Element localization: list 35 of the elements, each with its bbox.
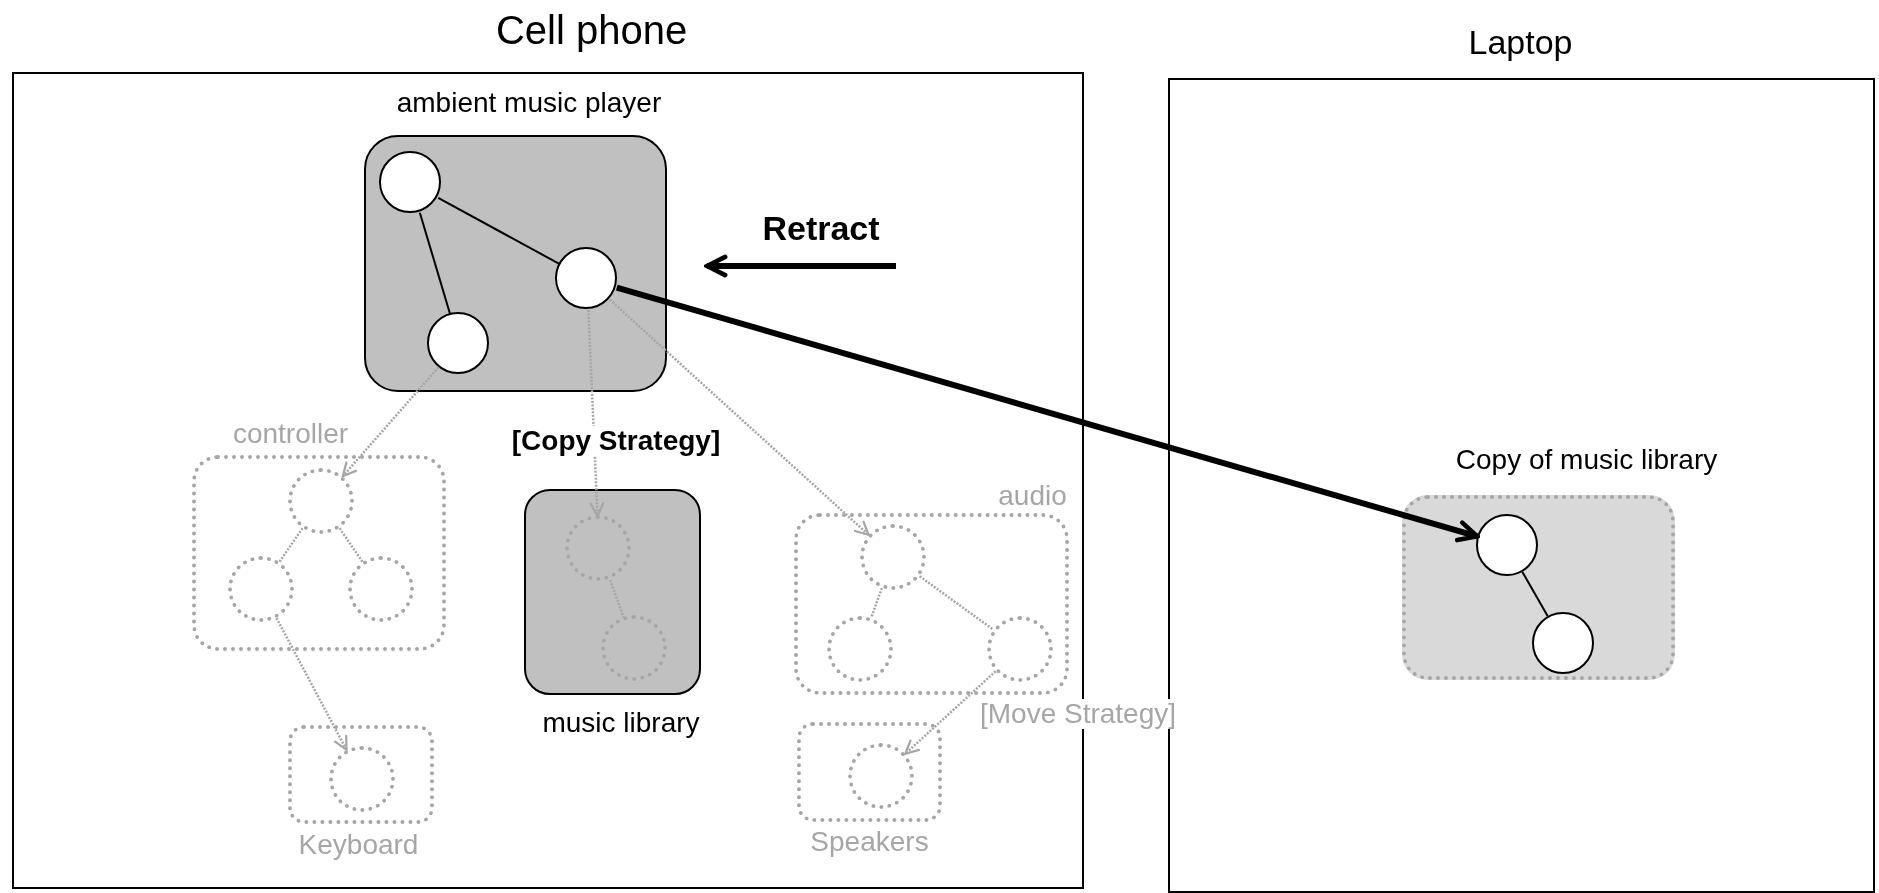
arrow — [609, 298, 870, 536]
connector-line — [278, 527, 304, 563]
arrow — [275, 617, 348, 751]
circle-node — [287, 467, 354, 534]
connector-line — [1521, 570, 1549, 618]
circle-node — [227, 555, 294, 622]
circle-node — [328, 745, 395, 812]
circle-node — [847, 742, 914, 809]
node-label: audio — [998, 481, 1067, 510]
circle-node — [565, 515, 631, 581]
connector-line — [869, 587, 884, 619]
node-label: Copy of music library — [1455, 445, 1718, 474]
arrow — [904, 670, 997, 755]
node-label: Speakers — [810, 827, 929, 856]
connector-line — [338, 527, 364, 563]
node-label: music library — [542, 709, 700, 737]
arrow — [704, 254, 896, 278]
circle-node — [601, 615, 667, 681]
node-label: Keyboard — [298, 830, 419, 859]
connector-line — [609, 579, 625, 619]
node-label: controller — [232, 419, 349, 448]
arrow — [615, 284, 1480, 543]
connector-line — [919, 575, 994, 631]
connector-line — [418, 211, 452, 316]
arrow — [587, 309, 605, 518]
connector-line — [437, 196, 561, 266]
node-label: ambient music player — [396, 89, 662, 117]
circle-node — [826, 615, 893, 682]
node-label: Cell phone — [495, 9, 688, 50]
circle-node — [986, 615, 1053, 682]
node-label: Laptop — [1468, 24, 1573, 59]
circle-node — [347, 555, 414, 622]
circle-node — [859, 523, 926, 590]
circle-node — [555, 247, 617, 309]
arrow — [341, 366, 440, 478]
